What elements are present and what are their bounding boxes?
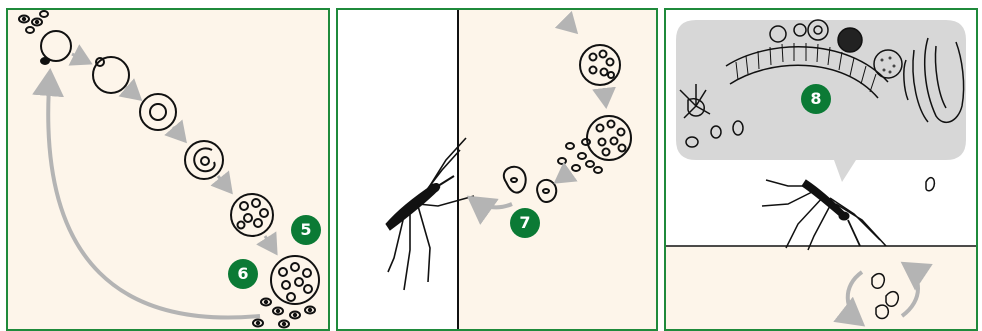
panel-cell-development: 5 6: [6, 8, 330, 331]
cell-stage-3: [140, 94, 176, 130]
step-badge-8: 8: [801, 84, 831, 114]
bean-shaped-cells: [504, 167, 556, 202]
free-cells-top: [19, 11, 48, 33]
oocyst-chain: [504, 45, 631, 202]
mosquito-biting: [762, 180, 886, 250]
cell-development-drawing: [8, 10, 330, 331]
cell-stage-6-rupturing: [271, 256, 319, 304]
cell-stage-2: [93, 57, 129, 93]
step-badge-6: 6: [228, 259, 258, 289]
cell-stage-5-nucleated: [231, 194, 273, 236]
panel2-arrows: [470, 20, 606, 207]
skin-area: [666, 246, 978, 331]
cell-stage-4: [185, 141, 223, 179]
mosquito-wall-drawing: [338, 10, 658, 331]
panel-mosquito-midgut: 8: [664, 8, 978, 331]
released-cells: [253, 299, 315, 328]
step-badge-7: 7: [510, 208, 540, 238]
panel-mosquito-wall: 7: [336, 8, 658, 331]
mosquito-midgut-drawing: [666, 10, 978, 331]
step-badge-5: 5: [291, 215, 321, 245]
cell-stage-1: [41, 31, 71, 61]
